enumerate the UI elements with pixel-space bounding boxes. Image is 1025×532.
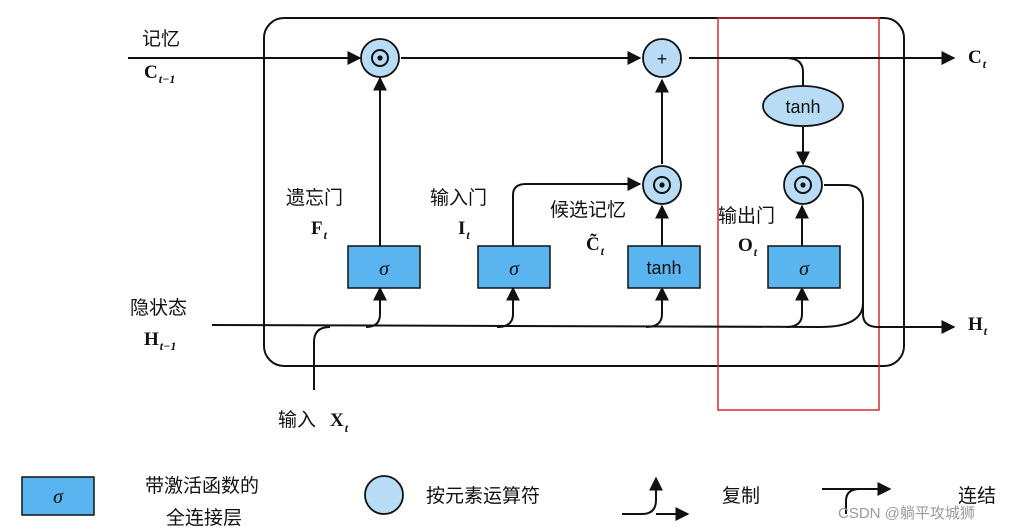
outmult-to-hidden	[824, 184, 879, 328]
candidate-symbol: C̃t	[586, 234, 605, 258]
input-symbol: Xt	[330, 410, 349, 435]
forget-gate-label: 遗忘门	[286, 187, 343, 209]
legend-op-circle	[364, 475, 404, 515]
legend-concat-label: 连结	[958, 485, 996, 507]
legend-copy-icon	[622, 476, 663, 515]
input-gate-label: 输入门	[430, 187, 487, 209]
legend: σ 带激活函数的 全连接层 按元素运算符 复制 连结	[21, 475, 996, 529]
forget-gate-box	[347, 245, 421, 289]
candidate-mult-op	[642, 165, 682, 205]
lstm-cell-frame	[263, 17, 905, 367]
input-gate-to-mult	[512, 177, 642, 246]
forget-gate-sigma: σ	[379, 258, 390, 280]
memory-in-symbol: Ct−1	[144, 62, 175, 86]
output-gate-label: 输出门	[718, 205, 775, 227]
legend-copy-label: 复制	[722, 485, 760, 507]
forget-gate-symbol: Ft	[311, 218, 328, 242]
candidate-feed	[645, 286, 669, 328]
memory-to-tanh	[785, 57, 804, 86]
forget-gate-feed	[365, 286, 387, 328]
output-gate-feed	[785, 286, 809, 328]
memory-tanh-op	[762, 85, 844, 127]
legend-concat-icon-join	[845, 488, 861, 514]
hidden-in-symbol: Ht−1	[144, 329, 176, 353]
hidden-out-symbol: Ht	[968, 314, 988, 338]
input-gate-symbol: It	[458, 218, 470, 242]
input-label: 输入	[278, 409, 316, 431]
memory-plus-op: +	[642, 38, 682, 78]
forget-mult-op	[360, 38, 400, 78]
legend-fc-box	[21, 476, 95, 516]
legend-fc-label-1: 带激活函数的	[145, 475, 259, 497]
legend-fc-label-2: 全连接层	[166, 507, 242, 529]
hidden-in-label: 隐状态	[130, 297, 187, 319]
hidden-concat-line	[211, 302, 864, 329]
candidate-box	[627, 245, 701, 289]
memory-out-symbol: Ct	[968, 47, 987, 71]
svg-text:+: +	[657, 49, 668, 69]
output-gate-sigma: σ	[799, 258, 810, 280]
output-gate-highlight	[717, 17, 880, 411]
output-gate-box	[767, 245, 841, 289]
legend-op-label: 按元素运算符	[426, 485, 540, 507]
memory-tanh-label: tanh	[785, 97, 820, 117]
legend-fc-sigma: σ	[53, 486, 64, 508]
candidate-tanh-label: tanh	[646, 258, 681, 278]
watermark: CSDN @躺平攻城狮	[838, 505, 975, 522]
input-line	[313, 326, 331, 390]
output-mult-op	[783, 165, 823, 205]
input-gate-sigma: σ	[509, 258, 520, 280]
candidate-label: 候选记忆	[550, 199, 626, 221]
memory-in-label: 记忆	[142, 28, 180, 50]
output-gate-symbol: Ot	[738, 235, 758, 259]
input-gate-feed	[496, 286, 520, 328]
input-gate-box	[477, 245, 551, 289]
